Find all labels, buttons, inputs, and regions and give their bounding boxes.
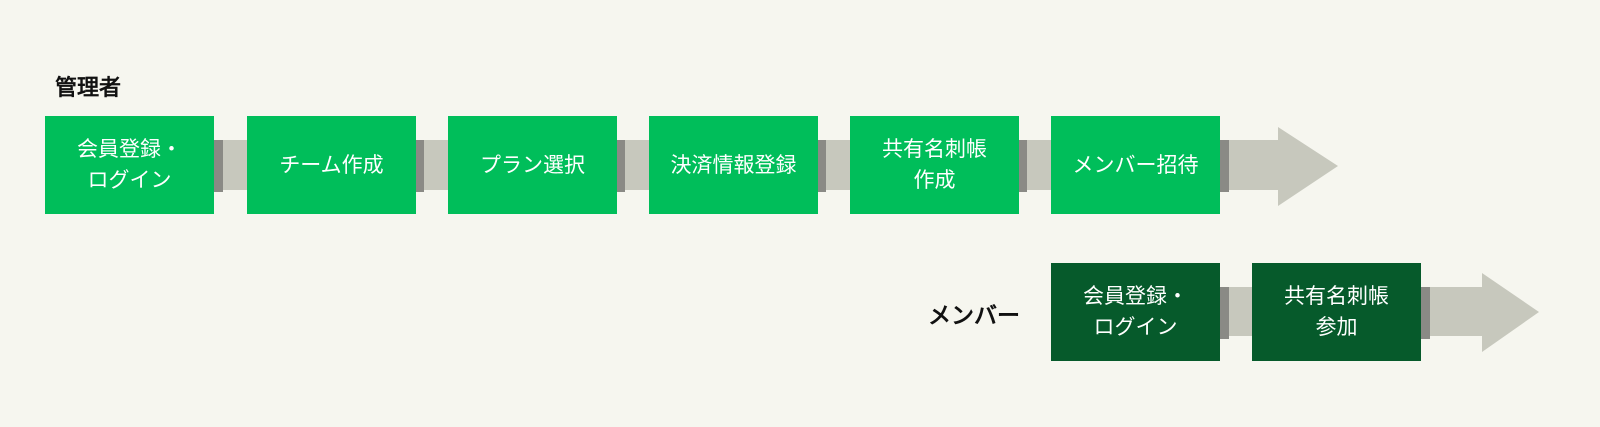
admin-step-create-team[interactable]: チーム作成 <box>247 116 416 214</box>
admin-connector <box>1017 140 1027 192</box>
admin-step-payment-info[interactable]: 決済情報登録 <box>649 116 818 214</box>
admin-step-select-plan[interactable]: プラン選択 <box>448 116 617 214</box>
member-lane-label: メンバー <box>928 303 1020 329</box>
member-step-join-shared-cardbook[interactable]: 共有名刺帳 参加 <box>1252 263 1421 361</box>
admin-connector <box>615 140 625 192</box>
member-connector <box>1420 287 1430 339</box>
admin-connector <box>1219 140 1229 192</box>
admin-step-signup-login[interactable]: 会員登録・ ログイン <box>45 116 214 214</box>
member-step-signup-login[interactable]: 会員登録・ ログイン <box>1051 263 1220 361</box>
member-connector <box>1219 287 1229 339</box>
admin-connector <box>414 140 424 192</box>
admin-lane-label: 管理者 <box>55 76 122 101</box>
admin-connector <box>816 140 826 192</box>
admin-connector <box>213 140 223 192</box>
admin-step-invite-members[interactable]: メンバー招待 <box>1051 116 1220 214</box>
admin-step-create-shared-cardbook[interactable]: 共有名刺帳 作成 <box>850 116 1019 214</box>
